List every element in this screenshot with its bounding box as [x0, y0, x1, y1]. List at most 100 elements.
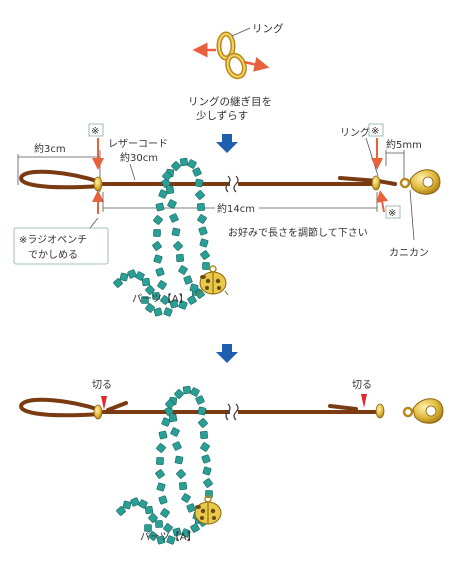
mark-left: ※ [91, 126, 99, 137]
lobster-clasp-2-icon [402, 398, 444, 424]
bead [148, 513, 158, 523]
bead [178, 481, 188, 491]
bead [141, 296, 149, 304]
ladybug-charm-2-icon [194, 495, 222, 525]
bead [144, 524, 152, 532]
bead [174, 455, 184, 465]
bead [167, 199, 177, 209]
bead [198, 226, 208, 236]
bead [190, 387, 200, 397]
bead [195, 395, 205, 405]
bead [145, 285, 155, 295]
bead [153, 307, 163, 317]
bead [152, 241, 162, 251]
bead [187, 159, 197, 169]
bead [169, 213, 179, 223]
bead [198, 418, 208, 428]
bead [116, 506, 126, 516]
bead [160, 508, 170, 518]
cord-length-label: 約30cm [120, 151, 158, 164]
bead [186, 503, 196, 513]
bead [144, 505, 154, 515]
bead [178, 300, 188, 310]
bead [173, 241, 183, 251]
pull-right-arrow-icon [243, 57, 270, 72]
bead [174, 389, 184, 399]
bead [194, 178, 204, 188]
bead [192, 167, 202, 177]
break-mark-1-icon [225, 175, 231, 193]
bead [189, 283, 199, 293]
mark-lower-right: ※ [388, 208, 396, 219]
ring-label: リング [252, 22, 284, 35]
bead [195, 190, 205, 200]
cut-stub-left [106, 401, 128, 412]
cut-mark-right-icon [361, 394, 367, 408]
bead [158, 430, 168, 440]
bead [163, 523, 173, 533]
ring-detail: リング リングの継ぎ目を 少しずらす [188, 22, 284, 122]
bead [179, 157, 189, 167]
bead [152, 292, 160, 300]
ladybug-charm-icon [197, 265, 229, 296]
ring-note-line1: リングの継ぎ目を [188, 95, 272, 108]
pliers-line1: ※ラジオペンチ [19, 234, 87, 246]
bead [155, 267, 165, 277]
bead [203, 478, 213, 488]
step-arrow-1-icon [216, 134, 238, 153]
bead [181, 528, 191, 538]
bead [127, 269, 137, 279]
bead [155, 202, 165, 212]
bead [130, 497, 140, 507]
bead [197, 214, 207, 224]
bead [178, 265, 188, 275]
bead [199, 238, 209, 248]
pliers-line2: でかしめる [28, 249, 78, 261]
dim-left-label: 約3cm [34, 142, 66, 155]
bead [158, 495, 168, 505]
bead [202, 262, 210, 270]
bead [169, 299, 179, 309]
bead [161, 417, 171, 427]
bead [182, 385, 192, 395]
step1-diagram: 約3cm ※ レザーコード 約30cm リング ※ 約5mm [13, 123, 441, 317]
bead [171, 161, 181, 171]
bead [176, 469, 186, 479]
bead [156, 443, 166, 453]
cut-stub-right [328, 404, 358, 411]
bead [197, 203, 205, 211]
bead [160, 295, 170, 305]
step-arrow-2-icon [216, 344, 238, 363]
bead [158, 189, 168, 199]
ring-note-line2: 少しずらす [196, 110, 248, 122]
bead [202, 466, 212, 476]
mark-box-left [88, 123, 104, 137]
dim-right-label: 約5mm [386, 138, 422, 151]
cut-label-right: 切る [352, 379, 372, 391]
parts-label-2: パーツ【A】 [140, 531, 197, 543]
crimp-right-2-icon [375, 403, 385, 419]
bead [172, 441, 182, 451]
bead [157, 280, 167, 290]
bead [183, 275, 193, 285]
bead [122, 500, 132, 510]
bead [155, 520, 163, 528]
bead [200, 250, 210, 260]
bead-strand-a-2 [116, 385, 213, 545]
bead [153, 254, 163, 264]
bead [153, 215, 163, 225]
leather-cord-label: レザーコード [108, 138, 168, 150]
bead [119, 272, 129, 282]
bead [171, 227, 181, 237]
ring-label-right: リング [340, 126, 370, 139]
bead [141, 277, 151, 287]
cord-loop-left-2 [19, 397, 102, 418]
parts-label-1: パーツ【A】 [132, 293, 189, 305]
bead [200, 431, 208, 439]
bead [156, 535, 166, 545]
bead [187, 295, 197, 305]
mark-box-right [368, 123, 384, 137]
bead [170, 427, 180, 437]
bead [145, 303, 155, 313]
